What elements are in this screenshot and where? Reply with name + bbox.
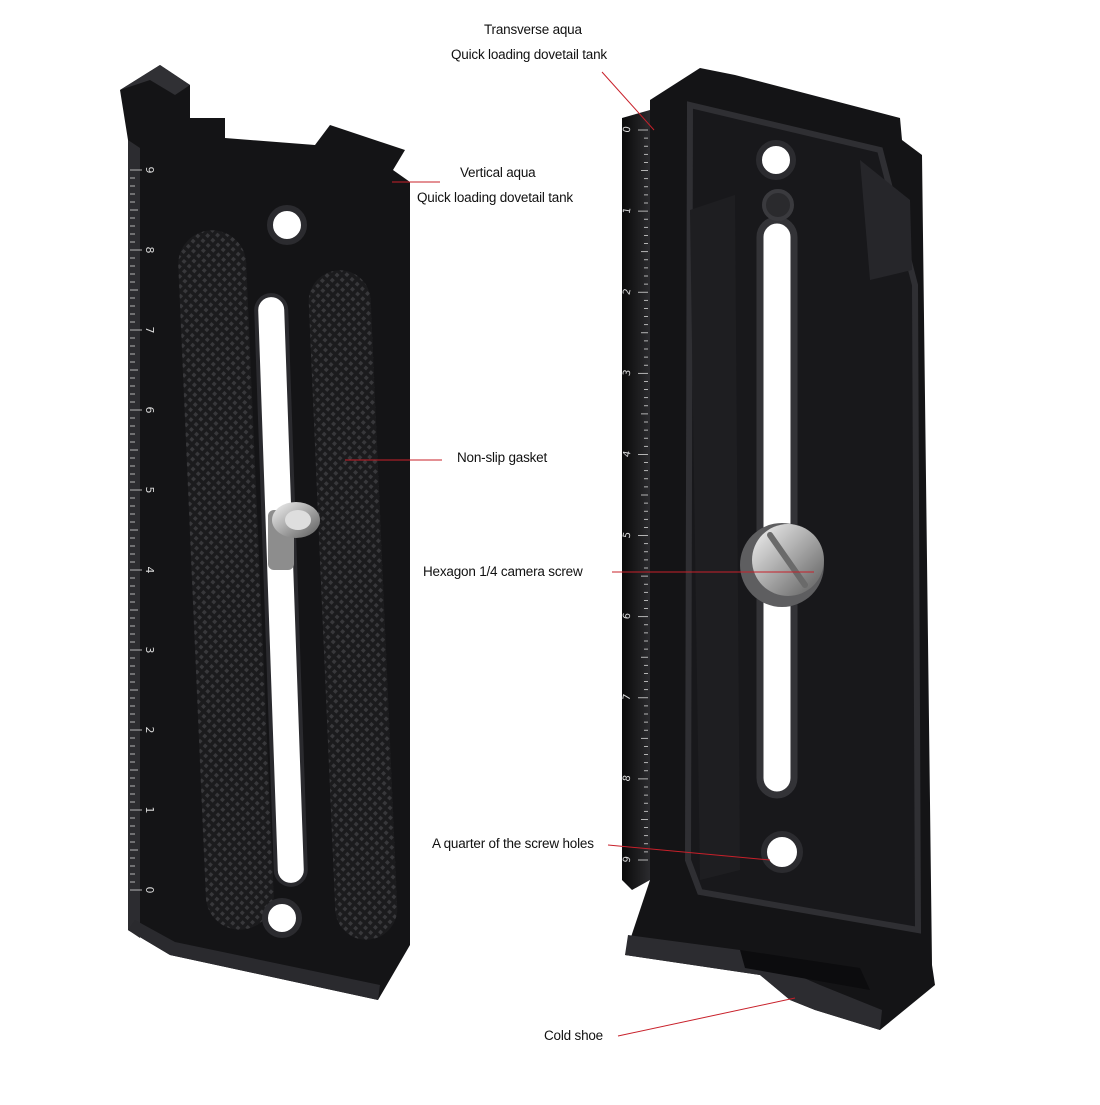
left-nonslip-pad-left (178, 230, 274, 930)
right-scale-ruler: 0 1 2 3 4 5 6 7 8 9 (622, 125, 648, 864)
label-quarter: A quarter of the screw holes (432, 836, 594, 851)
right-dovetail-ridge-left (690, 195, 740, 880)
left-scale-number: 7 (143, 327, 156, 334)
right-scale-number: 7 (622, 693, 634, 701)
leader-lines (345, 71, 814, 1037)
right-scale-number: 1 (622, 207, 634, 215)
right-camera-screw (740, 523, 824, 607)
right-cold-shoe-slot (740, 950, 870, 990)
label-transverse-line1: Transverse aqua (484, 22, 582, 37)
right-dovetail-ridge-right (860, 160, 912, 280)
label-nonslip: Non-slip gasket (457, 450, 548, 465)
left-camera-screw (268, 502, 320, 570)
right-scale-number: 4 (622, 450, 634, 458)
label-coldshoe: Cold shoe (544, 1028, 603, 1043)
right-cold-shoe (625, 935, 882, 1030)
left-scale-number: 0 (143, 887, 156, 894)
right-scale-number: 6 (622, 612, 634, 620)
right-bottom-screw-hole (761, 831, 803, 873)
leader-quarter (607, 844, 771, 861)
left-scale-number: 8 (143, 247, 156, 254)
leader-coldshoe (617, 997, 796, 1037)
left-plate-edge (128, 140, 140, 938)
left-bottom-screw-hole (262, 898, 302, 938)
right-plate: 0 1 2 3 4 5 6 7 8 9 (622, 68, 935, 1030)
left-plate-top-bevel (120, 65, 190, 95)
right-center-slot (760, 220, 794, 795)
left-scale-number: 4 (143, 567, 156, 574)
right-scale-number: 9 (622, 855, 634, 863)
left-scale-number: 6 (143, 407, 156, 414)
left-scale-number: 3 (143, 647, 156, 654)
label-vertical-line2: Quick loading dovetail tank (417, 190, 573, 205)
right-plate-side (622, 110, 650, 890)
label-hexagon: Hexagon 1/4 camera screw (423, 564, 583, 579)
right-top-screw-hole (756, 140, 796, 180)
left-scale-ruler: 0 1 2 3 4 5 6 7 8 9 (130, 167, 156, 894)
right-scale-number: 0 (622, 125, 634, 133)
right-plate-inner-recess (684, 101, 922, 934)
left-scale-number: 1 (143, 807, 156, 814)
right-scale-number: 8 (622, 774, 634, 782)
left-plate: 0 1 2 3 4 5 6 7 8 9 (120, 65, 410, 1000)
right-scale-number: 5 (622, 531, 634, 539)
label-transverse-line2: Quick loading dovetail tank (451, 47, 607, 62)
right-scale-number: 2 (622, 288, 634, 296)
left-plate-bottom-bevel (128, 920, 380, 1000)
left-scale-number: 2 (143, 727, 156, 734)
right-second-screw-hole (762, 189, 794, 221)
leader-transverse (601, 71, 655, 131)
left-top-screw-hole (267, 205, 307, 245)
right-scale-number: 3 (622, 369, 634, 377)
left-scale-number: 9 (143, 167, 156, 174)
left-nonslip-pad-right (308, 270, 398, 940)
label-vertical-line1: Vertical aqua (460, 165, 536, 180)
left-center-slot (256, 295, 306, 885)
left-scale-number: 5 (143, 487, 156, 494)
